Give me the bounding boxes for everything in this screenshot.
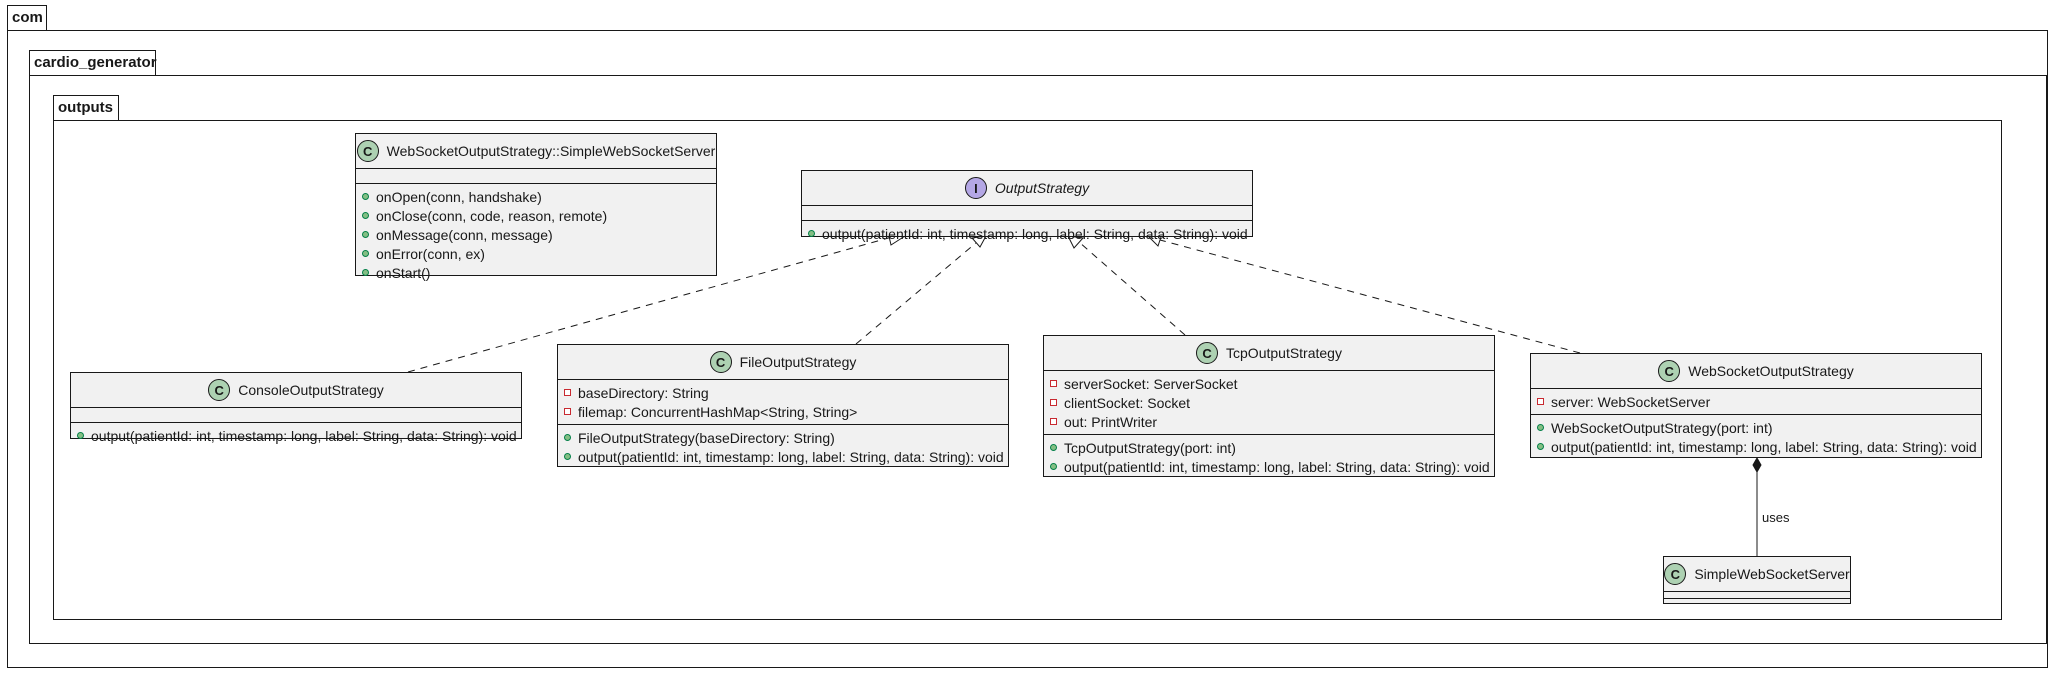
public-marker-icon bbox=[1050, 463, 1057, 470]
method: onMessage(conn, message) bbox=[362, 225, 716, 244]
public-marker-icon bbox=[1537, 424, 1544, 431]
class-name: SimpleWebSocketServer bbox=[1694, 566, 1850, 582]
interface-name: OutputStrategy bbox=[994, 180, 1090, 196]
fields-section: baseDirectory: String filemap: Concurren… bbox=[558, 380, 1008, 425]
public-marker-icon bbox=[1537, 443, 1544, 450]
private-marker-icon bbox=[1050, 418, 1057, 425]
interface-output-strategy: I OutputStrategy output(patientId: int, … bbox=[801, 170, 1253, 242]
package-tab-com: com bbox=[7, 5, 47, 31]
class-badge-icon: C bbox=[1664, 563, 1687, 585]
public-marker-icon bbox=[1050, 444, 1057, 451]
class-file-output-strategy: C FileOutputStrategy baseDirectory: Stri… bbox=[557, 344, 1009, 467]
class-badge-icon: C bbox=[709, 351, 732, 373]
package-tab-outputs: outputs bbox=[53, 95, 119, 121]
class-simple-websocket-server: C SimpleWebSocketServer bbox=[1663, 556, 1851, 604]
field: server: WebSocketServer bbox=[1537, 392, 1981, 411]
method: FileOutputStrategy(baseDirectory: String… bbox=[564, 428, 1008, 447]
realization-edge-file bbox=[855, 241, 978, 345]
fields-section bbox=[356, 169, 716, 184]
field: filemap: ConcurrentHashMap<String, Strin… bbox=[564, 402, 1008, 421]
class-websocket-output-strategy: C WebSocketOutputStrategy server: WebSoc… bbox=[1530, 353, 1982, 458]
public-marker-icon bbox=[808, 230, 815, 237]
method: output(patientId: int, timestamp: long, … bbox=[1537, 437, 1981, 456]
methods-section bbox=[1664, 599, 1850, 605]
class-badge-icon: C bbox=[1658, 360, 1681, 382]
fields-section bbox=[802, 206, 1252, 221]
fields-section bbox=[71, 408, 521, 423]
methods-section: onOpen(conn, handshake) onClose(conn, co… bbox=[356, 184, 716, 285]
public-marker-icon bbox=[77, 432, 84, 439]
class-simple-websocket-server-inner: C WebSocketOutputStrategy::SimpleWebSock… bbox=[355, 133, 717, 281]
class-badge-icon: C bbox=[208, 379, 231, 401]
method: output(patientId: int, timestamp: long, … bbox=[808, 224, 1252, 243]
class-badge-icon: C bbox=[1196, 342, 1219, 364]
methods-section: output(patientId: int, timestamp: long, … bbox=[71, 423, 521, 448]
method: onClose(conn, code, reason, remote) bbox=[362, 206, 716, 225]
package-cardio-generator bbox=[29, 75, 2047, 644]
class-console-output-strategy: C ConsoleOutputStrategy output(patientId… bbox=[70, 372, 522, 444]
realization-edge-console bbox=[407, 236, 893, 373]
private-marker-icon bbox=[1050, 380, 1057, 387]
private-marker-icon bbox=[564, 389, 571, 396]
field: out: PrintWriter bbox=[1050, 412, 1494, 431]
public-marker-icon bbox=[362, 269, 369, 276]
private-marker-icon bbox=[564, 408, 571, 415]
methods-section: TcpOutputStrategy(port: int) output(pati… bbox=[1044, 435, 1494, 479]
public-marker-icon bbox=[362, 231, 369, 238]
class-name: FileOutputStrategy bbox=[739, 354, 857, 370]
method: onError(conn, ex) bbox=[362, 244, 716, 263]
method: output(patientId: int, timestamp: long, … bbox=[77, 426, 521, 445]
class-name: ConsoleOutputStrategy bbox=[238, 382, 384, 398]
package-outputs bbox=[53, 120, 2002, 620]
public-marker-icon bbox=[564, 434, 571, 441]
method: output(patientId: int, timestamp: long, … bbox=[564, 447, 1008, 466]
class-tcp-output-strategy: C TcpOutputStrategy serverSocket: Server… bbox=[1043, 335, 1495, 477]
interface-badge-icon: I bbox=[964, 177, 987, 199]
fields-section: serverSocket: ServerSocket clientSocket:… bbox=[1044, 371, 1494, 435]
private-marker-icon bbox=[1537, 398, 1544, 405]
class-name: TcpOutputStrategy bbox=[1226, 345, 1342, 361]
fields-section bbox=[1664, 592, 1850, 599]
class-name: WebSocketOutputStrategy bbox=[1688, 363, 1854, 379]
methods-section: FileOutputStrategy(baseDirectory: String… bbox=[558, 425, 1008, 469]
public-marker-icon bbox=[362, 212, 369, 219]
public-marker-icon bbox=[362, 193, 369, 200]
method: TcpOutputStrategy(port: int) bbox=[1050, 438, 1494, 457]
public-marker-icon bbox=[564, 453, 571, 460]
method: onOpen(conn, handshake) bbox=[362, 187, 716, 206]
realization-arrowhead-tcp bbox=[1067, 235, 1085, 249]
field: baseDirectory: String bbox=[564, 383, 1008, 402]
fields-section: server: WebSocketServer bbox=[1531, 389, 1981, 415]
field: clientSocket: Socket bbox=[1050, 393, 1494, 412]
private-marker-icon bbox=[1050, 399, 1057, 406]
realization-arrowhead-file bbox=[971, 235, 987, 248]
class-name: WebSocketOutputStrategy::SimpleWebSocket… bbox=[386, 143, 716, 159]
class-badge-icon: C bbox=[356, 140, 379, 162]
uses-label: uses bbox=[1762, 510, 1790, 525]
methods-section: WebSocketOutputStrategy(port: int) outpu… bbox=[1531, 415, 1981, 459]
realization-edge-tcp bbox=[1078, 241, 1186, 336]
field: serverSocket: ServerSocket bbox=[1050, 374, 1494, 393]
package-com bbox=[7, 30, 2048, 668]
package-tab-cardio-generator: cardio_generator bbox=[29, 50, 157, 76]
method: output(patientId: int, timestamp: long, … bbox=[1050, 457, 1494, 476]
method: onStart() bbox=[362, 263, 716, 282]
composition-diamond bbox=[1752, 456, 1762, 474]
public-marker-icon bbox=[362, 250, 369, 257]
method: WebSocketOutputStrategy(port: int) bbox=[1537, 418, 1981, 437]
methods-section: output(patientId: int, timestamp: long, … bbox=[802, 221, 1252, 246]
